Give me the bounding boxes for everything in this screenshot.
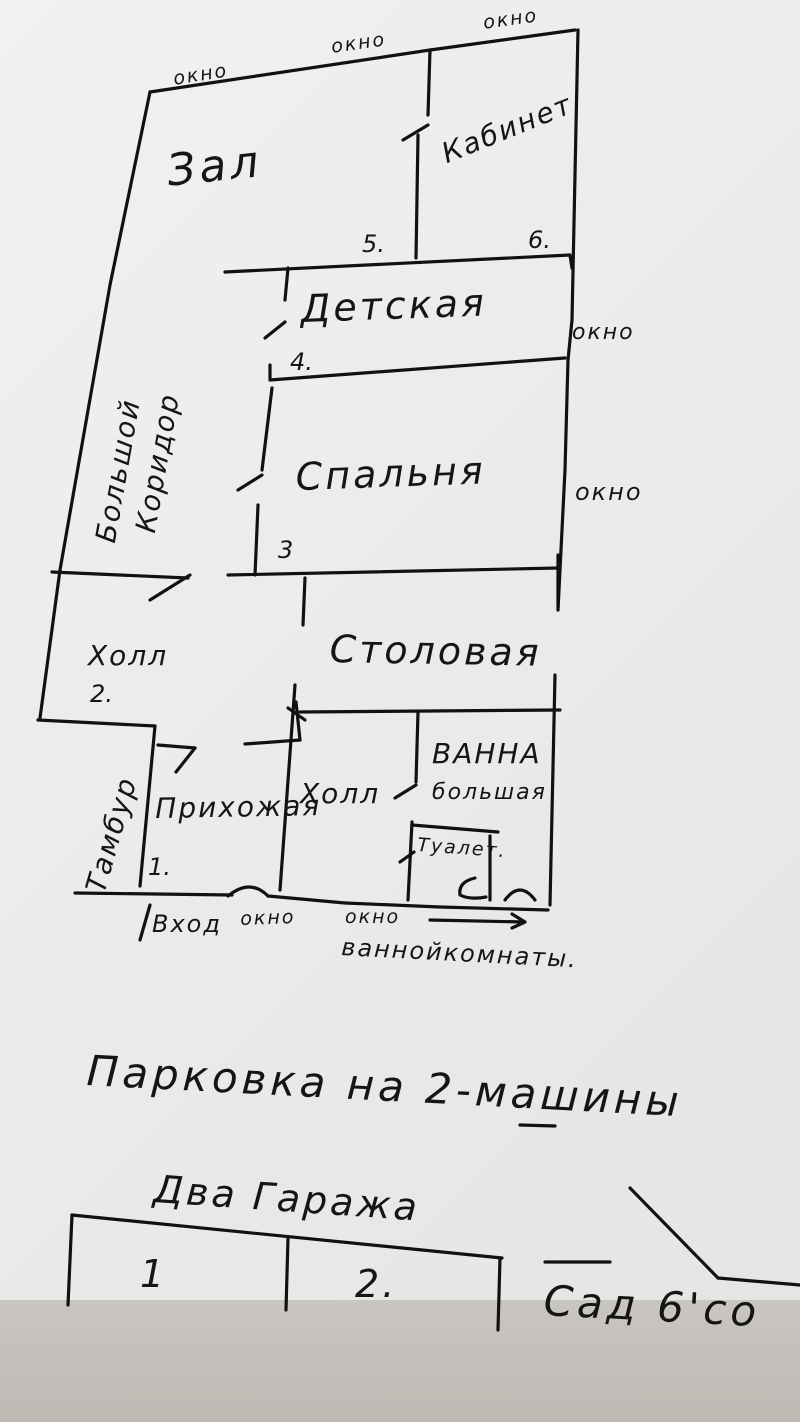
wall-corridor-bottom xyxy=(50,570,190,580)
label-room-holl-mid: Холл xyxy=(300,777,381,810)
garage-divider xyxy=(284,1236,290,1312)
label-number-1: 1. xyxy=(148,853,171,881)
label-number-2: 2. xyxy=(90,680,113,708)
wall-outer-left xyxy=(38,90,152,720)
wall-spalnya-left-low xyxy=(253,503,260,577)
wall-detskaya-bottom xyxy=(268,356,567,382)
label-room-bath-sub: большая xyxy=(432,780,547,805)
label-window-bottom-bath: окно xyxy=(345,906,401,928)
wall-toilet-top xyxy=(410,823,500,834)
label-room-zal: Зал xyxy=(164,136,265,197)
wall-holl-arrow xyxy=(286,700,307,742)
wall-stolovaya-tick xyxy=(301,576,307,627)
bath-fixture xyxy=(503,888,537,902)
wall-zal-kabinet xyxy=(426,48,432,117)
label-garage-1: 1 xyxy=(140,1252,168,1296)
wall-corridor-door xyxy=(148,573,192,602)
label-room-spalnya: Спальня xyxy=(294,448,487,499)
label-room-stolovaya: Столовая xyxy=(329,627,543,675)
label-garage-2: 2. xyxy=(355,1262,398,1306)
label-room-holl-top: Холл xyxy=(88,639,169,672)
wall-holl-inner xyxy=(278,683,297,892)
wall-detskaya-door xyxy=(263,320,287,340)
toilet-fixture xyxy=(458,876,488,900)
wall-bath-top xyxy=(298,708,562,714)
label-number-6: 6. xyxy=(528,226,551,254)
wall-bath-door xyxy=(393,783,418,800)
label-window-right-lower: окно xyxy=(575,478,643,506)
entrance-mark xyxy=(138,903,152,942)
label-garden: Сад 6'со xyxy=(542,1276,762,1337)
label-room-bath: ВАННА xyxy=(432,737,542,770)
wall-spalnya-left xyxy=(260,386,274,472)
label-window-bottom-left: окно xyxy=(239,906,296,930)
wall-spalnya-door xyxy=(236,473,264,492)
label-entrance: Вход xyxy=(152,910,222,938)
wall-kabinet-door xyxy=(401,123,430,142)
wall-detskaya-left xyxy=(283,266,290,302)
wall-holl-bottom xyxy=(36,718,157,728)
label-window-right-upper: окно xyxy=(572,320,635,345)
label-number-5: 5. xyxy=(362,230,385,258)
wall-prihozhaya-door xyxy=(174,746,197,774)
wall-bottom-right xyxy=(438,905,550,912)
garage-top xyxy=(70,1213,504,1260)
wall-bottom-mid xyxy=(266,894,347,905)
wall-bath-right xyxy=(548,673,557,907)
bath-window-arrow xyxy=(428,912,527,930)
parking-underline xyxy=(518,1123,557,1128)
wall-zal-kabinet-lower xyxy=(414,133,420,260)
wall-outer-right xyxy=(556,28,580,612)
wall-holl-inner-top xyxy=(243,738,302,746)
window-arc-2 xyxy=(343,901,442,909)
wall-bath-left xyxy=(414,710,420,784)
wall-bottom-outer xyxy=(73,891,234,897)
wall-spalnya-bottom xyxy=(226,566,560,577)
label-room-detskaya: Детская xyxy=(299,280,488,331)
garage-left xyxy=(66,1213,74,1307)
garage-right xyxy=(496,1256,502,1332)
window-arc-1 xyxy=(226,885,270,898)
wall-toilet-left xyxy=(406,820,414,902)
wall-tambur-left xyxy=(138,724,157,888)
wall-prihozhaya-top xyxy=(156,743,197,750)
wall-zal-bottom xyxy=(223,253,574,274)
label-room-prihozhaya: Прихожая xyxy=(154,789,322,825)
label-number-3: 3 xyxy=(278,536,294,564)
label-number-4: 4. xyxy=(290,348,313,376)
wall-toilet-door xyxy=(398,850,416,864)
garden-top xyxy=(716,1276,800,1287)
floor-background xyxy=(0,1300,800,1422)
garden-diagonal xyxy=(628,1186,720,1280)
